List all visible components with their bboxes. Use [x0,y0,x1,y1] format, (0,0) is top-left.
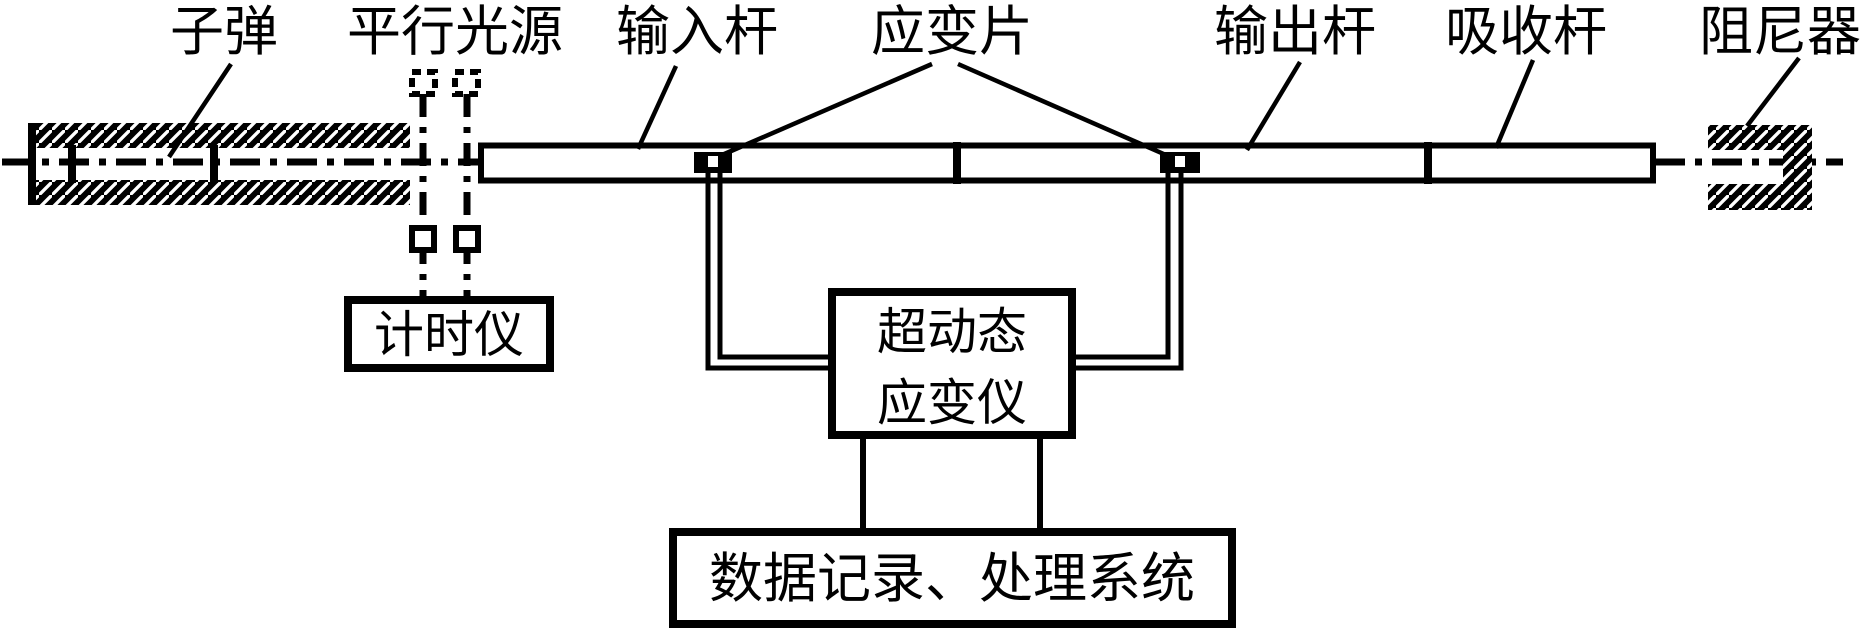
top-labels: 子弹 平行光源 输入杆 应变片 输出杆 吸收杆 阻尼器 [170,2,1861,62]
label-absorber-bar: 吸收杆 [1445,2,1607,62]
timer-box-label: 计时仪 [374,307,524,363]
leader-bullet [167,62,233,159]
label-parallel-light-source: 平行光源 [347,2,563,62]
wire-gauge2-b [1068,170,1184,371]
light-emitter-right [452,69,481,97]
label-bullet: 子弹 [170,2,278,62]
wire-gauge2-a [1068,170,1171,360]
leader-damper [1745,56,1801,128]
label-damper: 阻尼器 [1699,2,1861,62]
label-input-bar: 输入杆 [616,2,778,62]
wire-gauge1-b [717,170,836,360]
strain-meter-box [828,288,1076,439]
strain-meter-label-line2: 应变仪 [877,375,1027,431]
pressure-bars [478,142,1656,184]
gauge-wires [705,170,1184,371]
damper-spine [1783,125,1812,210]
label-output-bar: 输出杆 [1214,2,1376,62]
leader-strain-gauge-right [957,61,1167,158]
barrel-top-wall [28,123,410,148]
photodetector-right [453,225,481,253]
data-system-box [669,528,1236,628]
damper [1708,125,1812,210]
strain-gauge-2 [1160,152,1200,173]
barrel-left-cap [28,123,36,205]
strain-gauge-1 [694,152,732,173]
leader-lines [167,56,1801,159]
barrel-bottom-wall [28,180,410,205]
leader-input-bar [635,65,679,150]
strain-meter-label-line1: 超动态 [877,304,1027,360]
data-system-label: 数据记录、处理系统 [709,549,1195,609]
photodetector-left [409,225,437,253]
wire-gauge1-a [705,170,836,371]
parallel-light-source-assembly [409,69,481,300]
light-emitter-left [409,69,438,97]
timer-box [344,296,554,372]
launcher-barrel [28,123,410,205]
barrel-breech-divider [68,145,76,183]
absorber-bar [1425,142,1656,184]
leader-absorber-bar [1493,59,1536,149]
leader-strain-gauge-left [721,61,933,158]
leader-output-bar [1245,60,1302,152]
bullet-front-face [210,145,218,183]
label-strain-gauge: 应变片 [871,2,1033,62]
